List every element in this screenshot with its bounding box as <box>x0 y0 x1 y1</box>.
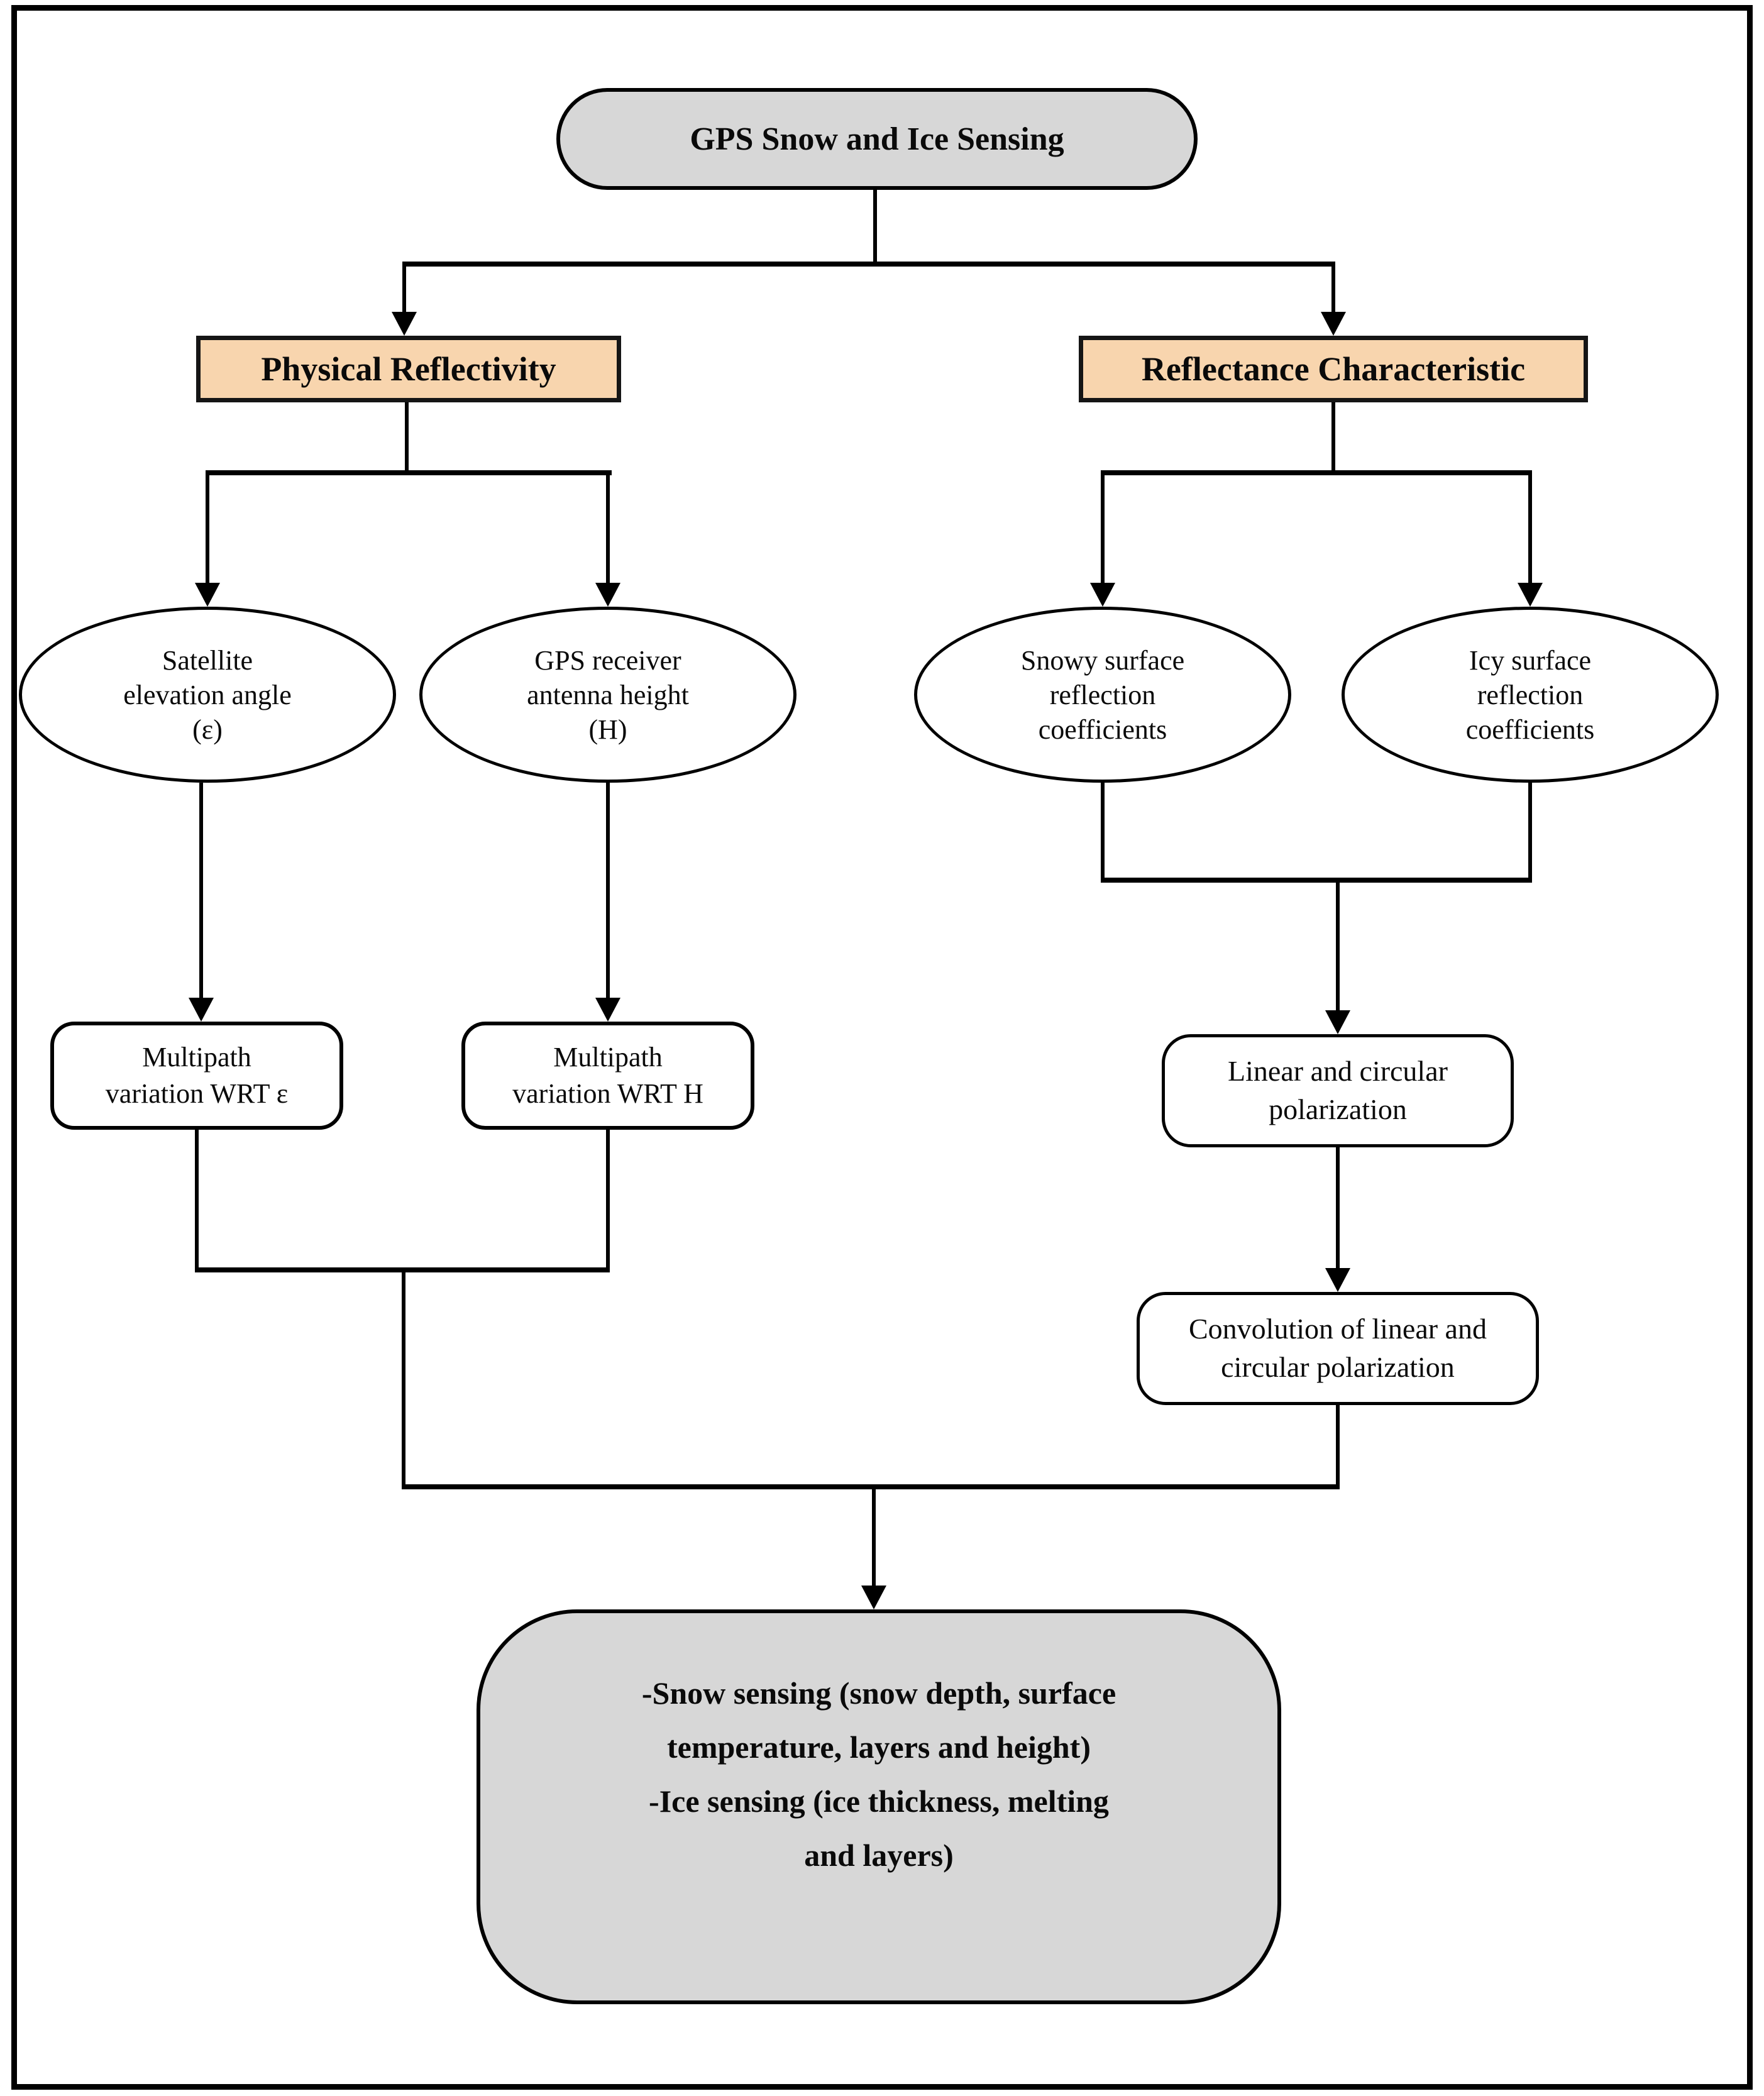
node-label: Multipath variation WRT ε <box>105 1041 289 1109</box>
node-label: Linear and circular polarization <box>1228 1055 1448 1125</box>
node-satellite-elevation-angle: Satellite elevation angle (ε) <box>19 607 396 783</box>
connector-multipath-e-down <box>195 1130 199 1272</box>
connector-to-linear <box>1336 880 1340 1012</box>
node-reflectance-characteristic: Reflectance Characteristic <box>1079 336 1588 402</box>
arrowhead-multipath-e <box>189 998 214 1022</box>
node-gps-snow-ice-sensing: GPS Snow and Ice Sensing <box>556 88 1198 190</box>
connector-coeff-join-bar <box>1101 878 1532 883</box>
connector-branch-bar <box>402 262 1335 267</box>
arrowhead-satellite <box>195 583 220 607</box>
connector-to-satellite <box>206 470 209 585</box>
arrowhead-reflectance <box>1321 312 1346 336</box>
connector-to-output <box>872 1487 876 1586</box>
node-label: Snowy surface reflection coefficients <box>1020 644 1185 745</box>
connector-reflectance-down <box>1331 402 1335 473</box>
node-label: Multipath variation WRT H <box>512 1041 703 1109</box>
node-label: Convolution of linear and circular polar… <box>1189 1313 1487 1383</box>
arrowhead-output <box>861 1586 886 1609</box>
connector-multipath-mid-down <box>402 1267 405 1489</box>
connector-icy-down <box>1528 783 1532 883</box>
arrowhead-icy <box>1518 583 1543 607</box>
connector-to-snowy <box>1101 470 1105 585</box>
connector-to-reflectance <box>1331 264 1335 317</box>
connector-physical-bar <box>206 470 612 475</box>
connector-snowy-down <box>1101 783 1105 883</box>
node-physical-reflectivity: Physical Reflectivity <box>196 336 621 402</box>
node-label: Icy surface reflection coefficients <box>1465 644 1595 745</box>
node-multipath-variation-wrt-e: Multipath variation WRT ε <box>50 1022 343 1130</box>
connector-merge-bar <box>402 1484 1340 1489</box>
connector-to-gps <box>606 470 610 585</box>
connector-convolution-down <box>1336 1405 1340 1487</box>
figure-border <box>11 5 1753 2090</box>
connector-physical-down <box>405 402 409 473</box>
node-convolution-polarization: Convolution of linear and circular polar… <box>1137 1292 1539 1405</box>
connector-reflectance-bar <box>1101 470 1532 475</box>
connector-linear-down <box>1336 1147 1340 1271</box>
node-label: Satellite elevation angle (ε) <box>123 644 292 745</box>
arrowhead-gps <box>595 583 620 607</box>
connector-to-physical <box>402 264 406 317</box>
node-snow-ice-sensing-output: -Snow sensing (snow depth, surface tempe… <box>477 1609 1281 2004</box>
arrowhead-snowy <box>1090 583 1115 607</box>
node-gps-receiver-antenna-height: GPS receiver antenna height (H) <box>419 607 797 783</box>
connector-root-down <box>873 189 877 265</box>
connector-multipath-h-down <box>606 1130 610 1272</box>
node-multipath-variation-wrt-h: Multipath variation WRT H <box>461 1022 754 1130</box>
arrowhead-physical <box>392 312 417 336</box>
connector-gps-down <box>606 783 610 1000</box>
arrowhead-multipath-h <box>595 998 620 1022</box>
node-label: GPS receiver antenna height (H) <box>527 644 689 745</box>
connector-satellite-down <box>199 783 203 1000</box>
node-label: -Snow sensing (snow depth, surface tempe… <box>641 1675 1116 1873</box>
connector-to-icy <box>1528 470 1532 585</box>
node-linear-circular-polarization: Linear and circular polarization <box>1162 1034 1514 1147</box>
node-label: Physical Reflectivity <box>261 350 556 388</box>
node-snowy-surface-coefficients: Snowy surface reflection coefficients <box>914 607 1291 783</box>
arrowhead-convolution <box>1325 1268 1350 1292</box>
node-icy-surface-coefficients: Icy surface reflection coefficients <box>1342 607 1719 783</box>
node-label: GPS Snow and Ice Sensing <box>690 121 1064 157</box>
arrowhead-linear <box>1325 1010 1350 1034</box>
node-label: Reflectance Characteristic <box>1141 350 1526 388</box>
